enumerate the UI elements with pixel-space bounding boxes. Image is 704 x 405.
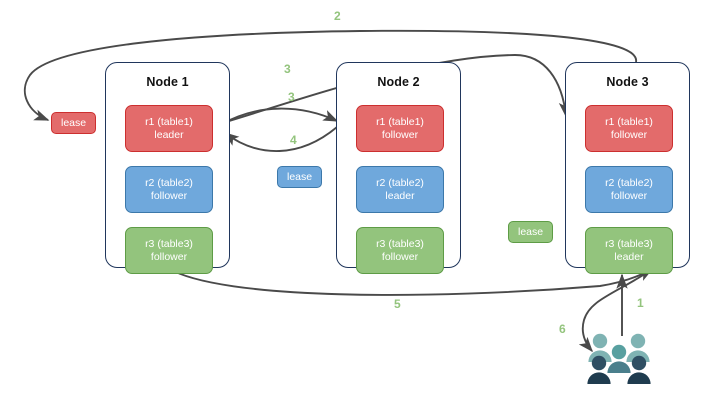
replica-label-line2: leader (154, 128, 184, 141)
edge-label-2: 2 (334, 9, 341, 23)
replica-label-line1: r3 (table3) (145, 237, 193, 250)
replica-node3-r3[interactable]: r3 (table3) leader (585, 227, 673, 274)
replica-label-line1: r1 (table1) (145, 115, 193, 128)
replica-node2-r3[interactable]: r3 (table3) follower (356, 227, 444, 274)
lease-badge-r1[interactable]: lease (51, 112, 97, 134)
replica-label-line2: follower (150, 189, 188, 202)
node-box-node3[interactable]: Node 3 r1 (table1) follower r2 (table2) … (565, 62, 690, 274)
replica-node3-r2[interactable]: r2 (table2) follower (585, 166, 673, 213)
edge-4-node2-to-node1-path (223, 126, 338, 152)
replica-label-line2: leader (385, 189, 415, 202)
replica-node2-r1[interactable]: r1 (table1) follower (356, 105, 444, 152)
replica-label-line2: follower (381, 250, 419, 263)
lease-badge-r2[interactable]: lease (277, 166, 323, 188)
replica-node1-r1[interactable]: r1 (table1) leader (125, 105, 213, 152)
edge-label-6: 6 (559, 322, 566, 336)
edge-label-5: 5 (394, 297, 401, 311)
node-title: Node 3 (606, 75, 649, 89)
node-title: Node 1 (146, 75, 189, 89)
node-box-node2[interactable]: Node 2 r1 (table1) follower r2 (table2) … (336, 62, 461, 274)
edge-3-node1-to-node2-path (221, 107, 339, 125)
edge-label-4: 4 (290, 133, 297, 147)
replica-label-line1: r1 (table1) (605, 115, 653, 128)
node-box-node1[interactable]: Node 1 r1 (table1) leader r2 (table2) fo… (105, 62, 230, 274)
replica-label-line2: follower (150, 250, 188, 263)
replica-node2-r2[interactable]: r2 (table2) leader (356, 166, 444, 213)
replica-label-line1: r1 (table1) (376, 115, 424, 128)
replica-label-line2: leader (614, 250, 644, 263)
replica-label-line1: r2 (table2) (145, 176, 193, 189)
replica-label-line1: r2 (table2) (376, 176, 424, 189)
replica-node1-r3[interactable]: r3 (table3) follower (125, 227, 213, 274)
replica-node3-r1[interactable]: r1 (table1) follower (585, 105, 673, 152)
replica-label-line2: follower (381, 128, 419, 141)
replica-node1-r2[interactable]: r2 (table2) follower (125, 166, 213, 213)
replica-label-line1: r2 (table2) (605, 176, 653, 189)
replica-label-line2: follower (610, 128, 648, 141)
lease-badge-r3[interactable]: lease (508, 221, 554, 243)
users-icon (587, 333, 651, 384)
edge-label-3-lower: 3 (288, 90, 295, 104)
replica-label-line1: r3 (table3) (605, 237, 653, 250)
node-title: Node 2 (377, 75, 420, 89)
replica-label-line1: r3 (table3) (376, 237, 424, 250)
edge-label-3-upper: 3 (284, 62, 291, 76)
edge-label-1: 1 (637, 296, 644, 310)
replica-label-line2: follower (610, 189, 648, 202)
